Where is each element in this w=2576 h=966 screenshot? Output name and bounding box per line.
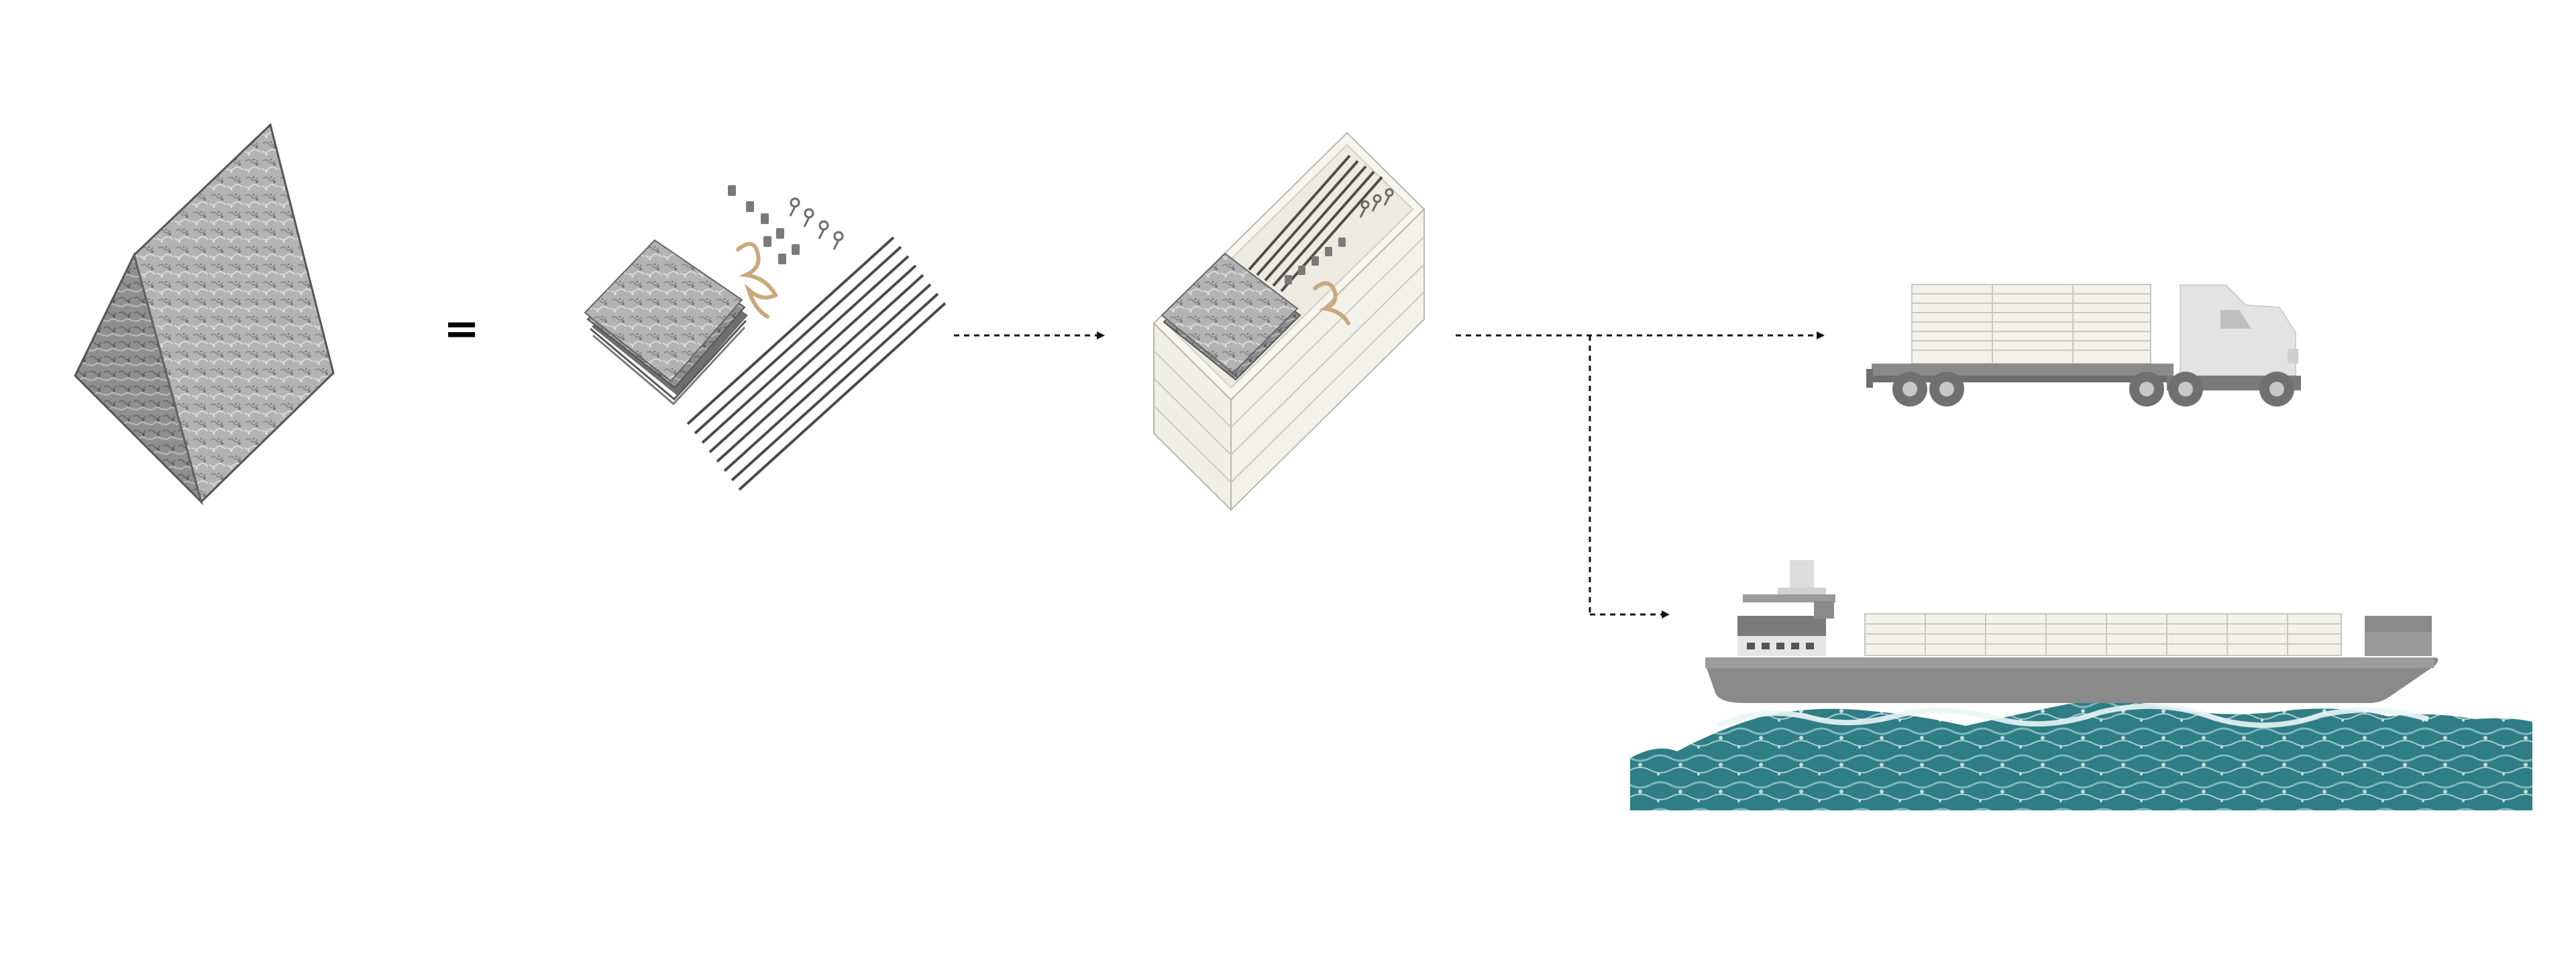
truck-transport [1866, 284, 2301, 407]
equals-sign: = [443, 305, 480, 354]
felt-pieces-stack [584, 239, 748, 406]
packed-shipping-box [1152, 131, 1426, 512]
rope-coil [736, 241, 779, 319]
rods [686, 236, 947, 491]
metal-clips [728, 185, 800, 264]
ship-hull [1705, 657, 2438, 703]
flow-arrows-box-to-transport [1456, 331, 1825, 619]
eye-screws [789, 197, 844, 250]
truck-wheels [1892, 372, 2294, 407]
sea-waves [1630, 701, 2532, 810]
disassembled-kit-components [584, 185, 947, 491]
ship-transport [1630, 560, 2532, 810]
tetrahedron-felt-object [74, 123, 335, 506]
